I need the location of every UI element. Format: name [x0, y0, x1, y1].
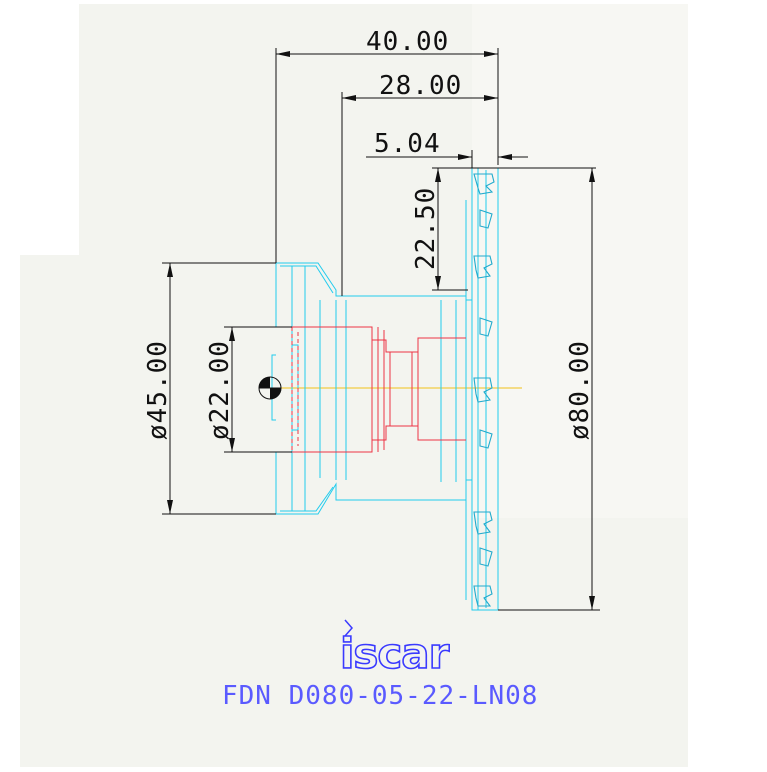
- dimension-blade-width: 5.04: [374, 129, 441, 159]
- dimension-cutting-diameter: ø80.00: [565, 340, 595, 440]
- tool-body-outline: [271, 262, 467, 515]
- bore-hidden-lines: [291, 326, 466, 453]
- dimension-arrows: [167, 51, 595, 610]
- dimension-body-length: 28.00: [379, 71, 462, 101]
- brand-logo-text: iscar: [340, 629, 450, 678]
- iscar-logo: iscar: [339, 619, 451, 679]
- insert-pockets: [473, 173, 495, 607]
- bore-hole-symbol: [258, 376, 282, 400]
- dimension-total-length: 40.00: [366, 27, 449, 57]
- dimension-bore-diameter: ø22.00: [205, 340, 235, 440]
- dimension-shank-diameter: ø45.00: [143, 340, 173, 440]
- cutter-disc-outline: [465, 167, 499, 611]
- part-number: FDN D080-05-22-LN08: [222, 681, 538, 711]
- dimension-lines: [162, 48, 600, 611]
- dimension-cut-depth: 22.50: [411, 187, 441, 270]
